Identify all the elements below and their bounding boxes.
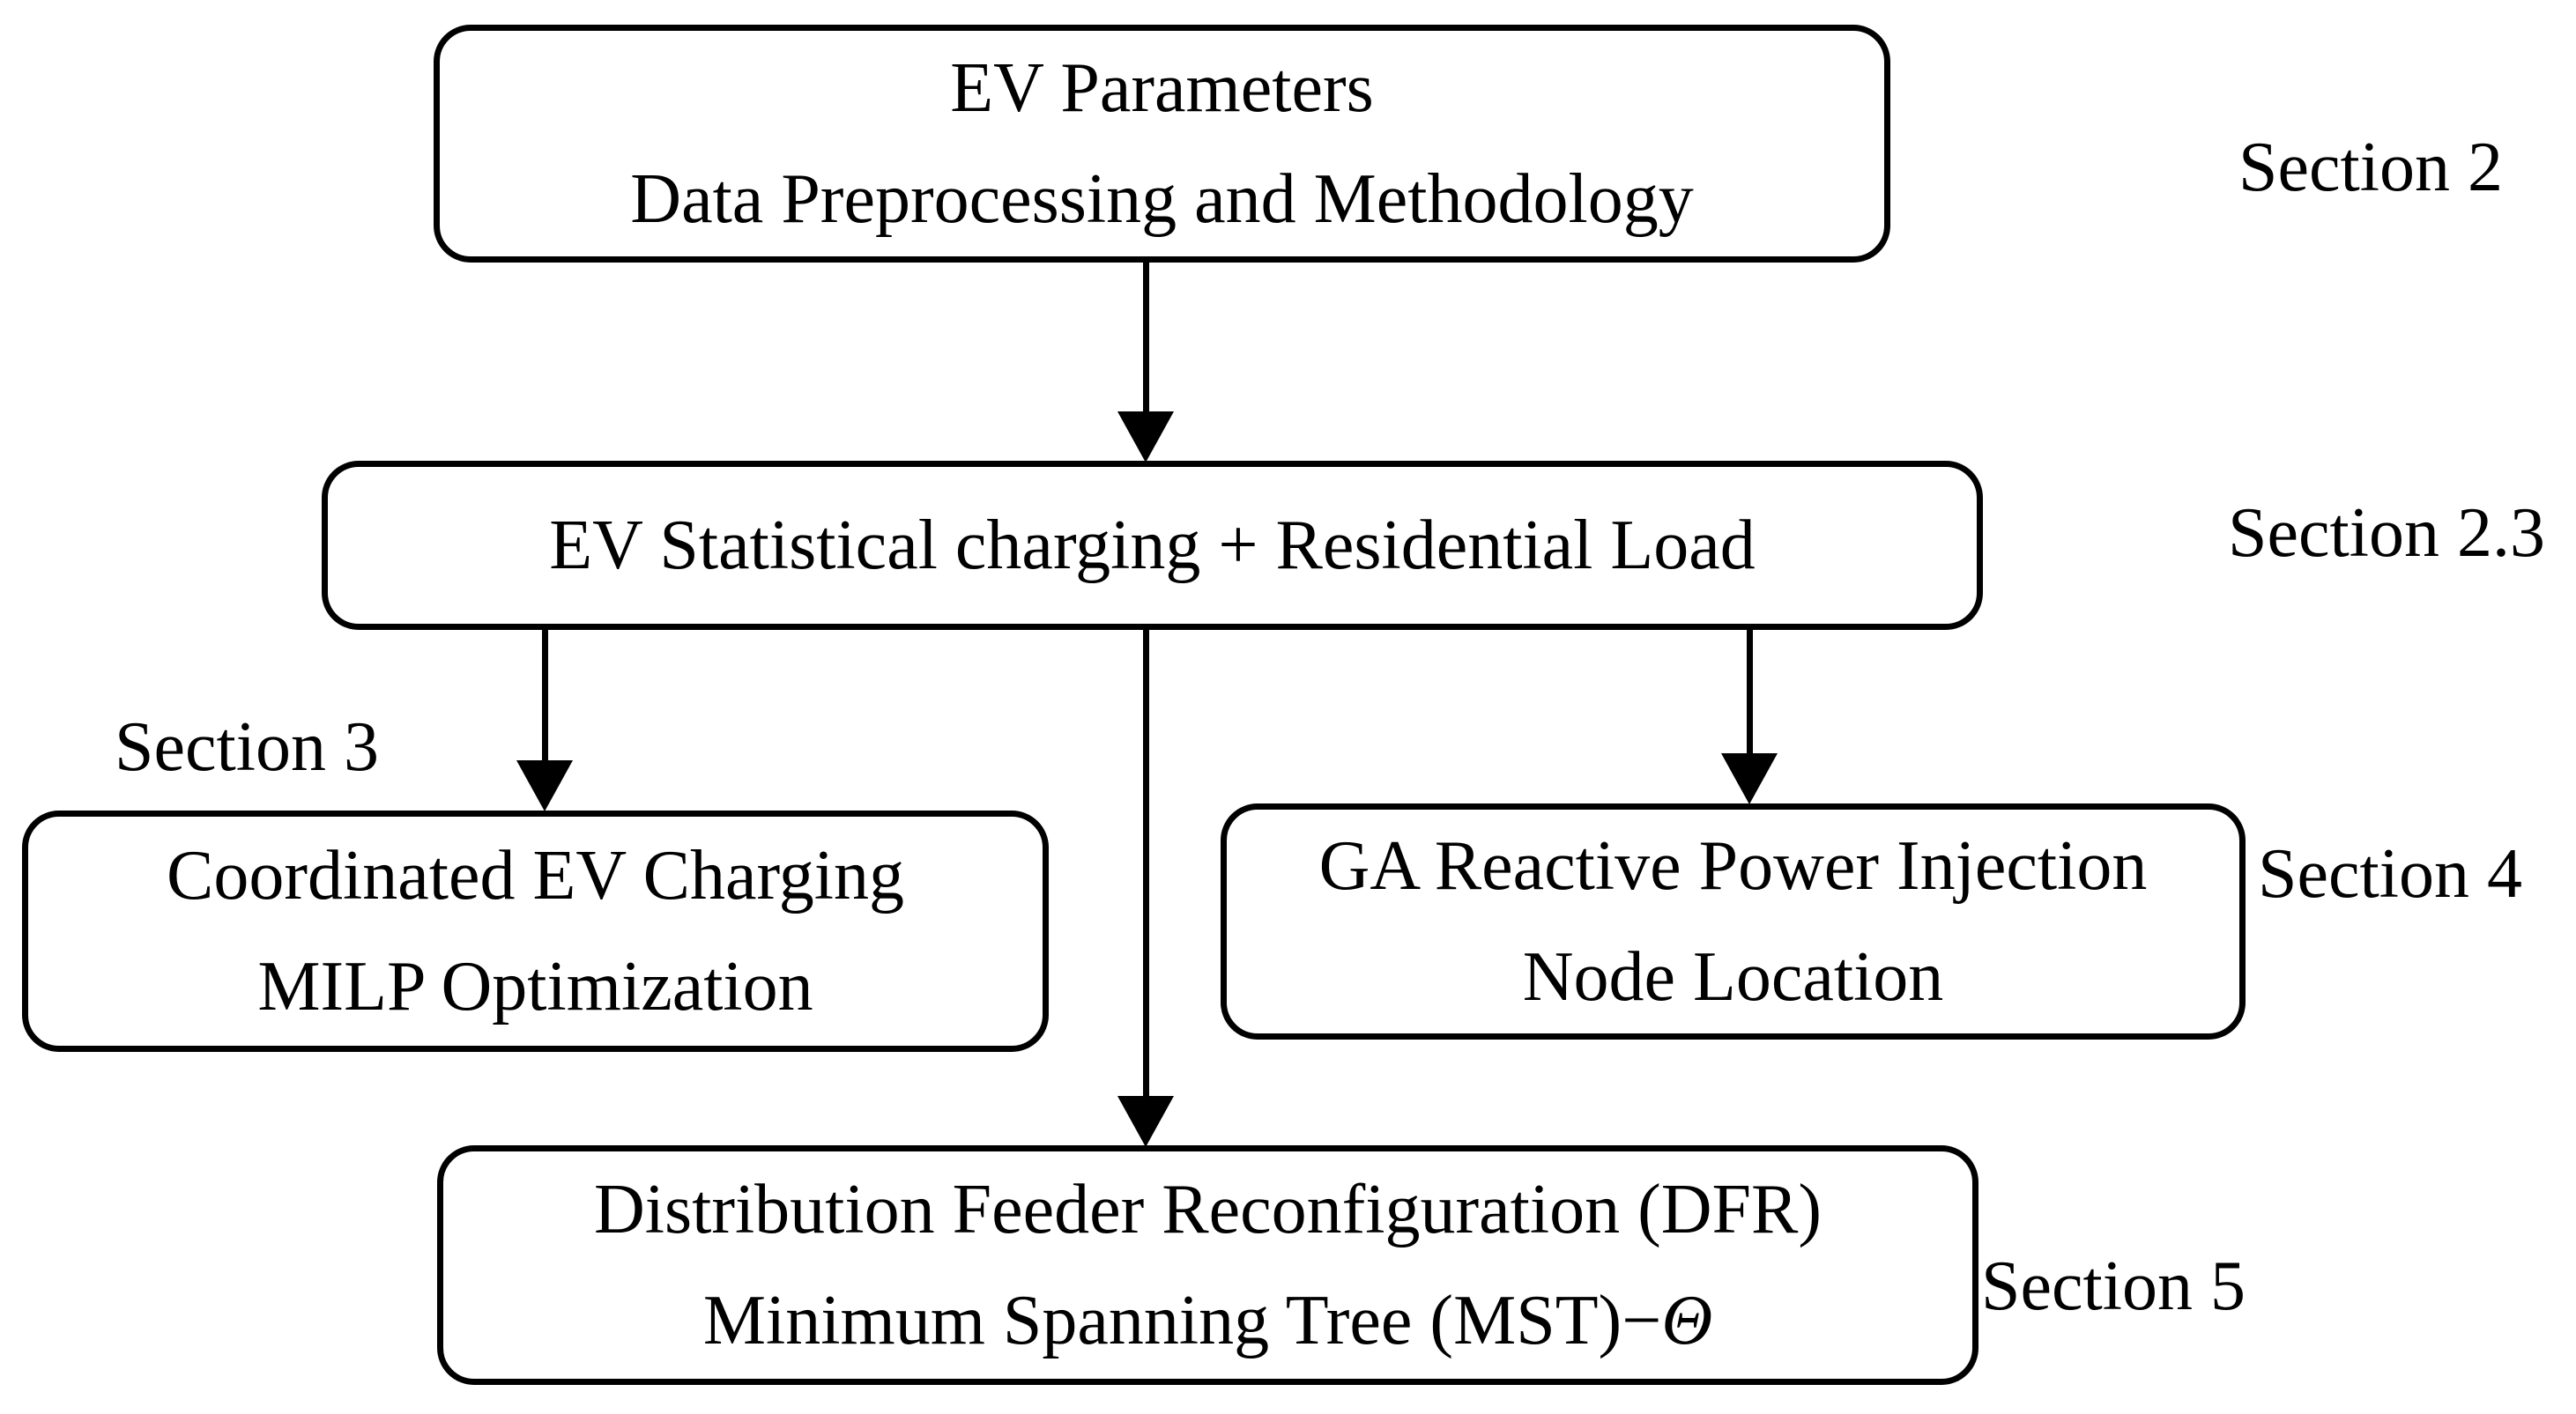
node-ga-reactive-power-line1: GA Reactive Power Injection bbox=[1318, 827, 2148, 905]
node-ev-parameters-line2: Data Preprocessing and Methodology bbox=[630, 160, 1694, 238]
arrowhead-down-icon bbox=[1117, 1096, 1174, 1147]
arrow-parameters-to-statistical-stem bbox=[1143, 262, 1149, 413]
label-section-2-3: Section 2.3 bbox=[2228, 494, 2545, 572]
node-coordinated-ev-charging-line1: Coordinated EV Charging bbox=[167, 837, 904, 914]
arrow-statistical-to-dfr-stem bbox=[1143, 626, 1149, 1096]
arrowhead-down-icon bbox=[1117, 411, 1174, 463]
arrow-statistical-to-coordinated-stem bbox=[542, 626, 548, 760]
node-ev-statistical-charging: EV Statistical charging + Residential Lo… bbox=[322, 461, 1983, 630]
label-section-2: Section 2 bbox=[2238, 129, 2503, 206]
arrowhead-down-icon bbox=[516, 760, 573, 811]
node-ga-reactive-power-line2: Node Location bbox=[1522, 938, 1944, 1016]
node-dfr-line2-text: Minimum Spanning Tree (MST)− bbox=[702, 1282, 1662, 1359]
node-ev-parameters-line1: EV Parameters bbox=[950, 49, 1374, 127]
arrowhead-down-icon bbox=[1721, 753, 1778, 804]
label-section-4: Section 4 bbox=[2258, 835, 2522, 913]
label-section-5: Section 5 bbox=[1981, 1247, 2246, 1325]
arrow-statistical-to-ga-stem bbox=[1747, 626, 1753, 753]
node-distribution-feeder-reconfiguration: Distribution Feeder Reconfiguration (DFR… bbox=[437, 1145, 1978, 1385]
node-ev-statistical-charging-line1: EV Statistical charging + Residential Lo… bbox=[549, 507, 1756, 584]
node-coordinated-ev-charging: Coordinated EV Charging MILP Optimizatio… bbox=[22, 811, 1049, 1052]
node-dfr-line2: Minimum Spanning Tree (MST)−Θ bbox=[703, 1285, 1712, 1356]
theta-symbol: Θ bbox=[1661, 1282, 1713, 1359]
node-dfr-line1: Distribution Feeder Reconfiguration (DFR… bbox=[593, 1171, 1823, 1248]
node-ga-reactive-power: GA Reactive Power Injection Node Locatio… bbox=[1221, 803, 2246, 1040]
label-section-3: Section 3 bbox=[115, 708, 379, 786]
node-coordinated-ev-charging-line2: MILP Optimization bbox=[257, 948, 813, 1025]
node-ev-parameters: EV Parameters Data Preprocessing and Met… bbox=[434, 25, 1890, 263]
